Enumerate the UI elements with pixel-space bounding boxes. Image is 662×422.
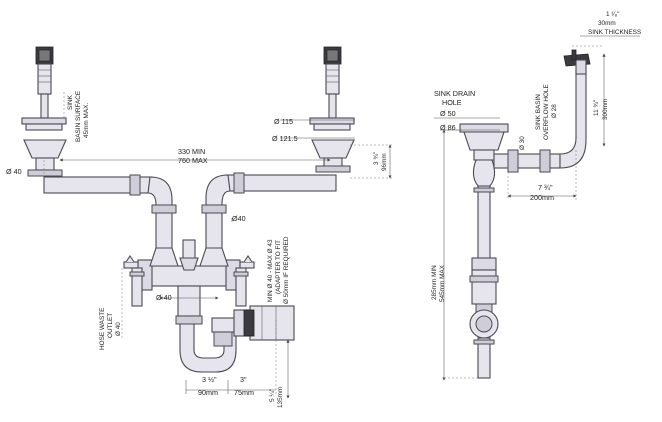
label-3-1-2: 3 ½" (202, 375, 217, 384)
label-adapter-3: Ø 50mm IF REQUIRED (283, 236, 290, 304)
bottle-trap (175, 285, 245, 373)
manifold (123, 239, 255, 307)
label-d115: Ø 115 (274, 117, 293, 126)
label-sink-1: SINK (67, 94, 74, 110)
label-d50: Ø 50 (440, 109, 456, 118)
label-hose-waste: HOSE WASTE (99, 308, 106, 350)
label-545mm-max: 545mm MAX (439, 264, 446, 302)
label-1-1-8: 1 ¹⁄₈" (606, 11, 619, 18)
label-overflow-hole: OVERFLOW HOLE (543, 84, 550, 140)
label-d30: Ø 30 (519, 136, 526, 150)
label-hose-d40: Ø 40 (115, 322, 122, 336)
label-30mm: 30mm (598, 20, 616, 27)
label-330-min: 330 MIN (178, 147, 205, 156)
label-adapter-2: (ADAPTER TO FIT (275, 240, 282, 294)
label-90mm: 90mm (198, 388, 218, 397)
label-285mm-min: 285mm MIN (431, 265, 438, 300)
label-135mm: 135mm (277, 387, 284, 408)
label-sink-thickness: SINK THICKNESS (588, 29, 641, 36)
left-overflow-tower (21, 46, 67, 177)
label-d40-mid: Ø40 (232, 214, 246, 223)
label-3-in: 3" (240, 375, 247, 384)
right-overflow-tower (309, 46, 355, 173)
annotation-labels: SINK BASIN SURFACE 45mm MAX. Ø 115 Ø 121… (6, 11, 641, 408)
label-300mm: 300mm (602, 99, 609, 120)
label-sink-basin: SINK BASIN (535, 94, 542, 130)
label-d40-bottom: Ø 40 (156, 293, 172, 302)
label-3-3-4: 3 ¾" (373, 152, 380, 165)
label-11-3-4: 11 ¾" (593, 100, 600, 116)
label-d40-left: Ø 40 (6, 167, 22, 176)
label-7-3-4: 7 ¾" (538, 183, 553, 192)
label-200mm: 200mm (530, 193, 554, 202)
right-side-view-assembly (434, 35, 640, 381)
waste-adapter (233, 305, 295, 341)
label-adapter-1: MIN Ø 40 - MAX Ø 43 (267, 239, 274, 302)
label-d86: Ø 86 (440, 123, 456, 132)
label-75mm: 75mm (234, 388, 254, 397)
label-45mm-max: 45mm MAX. (83, 103, 90, 138)
label-d28: Ø 28 (551, 104, 558, 118)
label-outlet: OUTLET (107, 313, 114, 338)
label-sink-drain: SINK DRAIN (434, 89, 475, 98)
label-hole: HOLE (442, 98, 462, 107)
label-d1215: Ø 121.5 (272, 134, 298, 143)
label-5-1-4: 5 ¼" (269, 389, 276, 402)
left-double-sink-assembly (21, 46, 394, 399)
label-760-max: 760 MAX (178, 156, 208, 165)
label-96mm: 96mm (381, 153, 388, 171)
label-basin-surface: BASIN SURFACE (75, 91, 82, 142)
